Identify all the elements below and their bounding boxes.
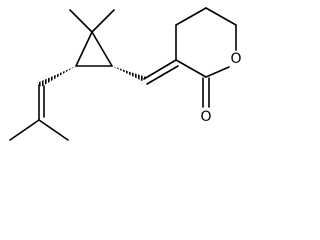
- ring-oxygen-label: O: [230, 51, 241, 67]
- terminal-methyl-bond-left: [9, 119, 40, 141]
- cyclopropane-bond-top-right: [91, 31, 113, 67]
- lactone-bond-c4-c5: [175, 7, 207, 26]
- hashed-stereo-bond-right: [112, 66, 146, 81]
- carbonyl-oxygen-label: O: [200, 109, 211, 125]
- lactone-bond-o-c2: [205, 66, 230, 78]
- hashed-stereo-bond-left: [37, 66, 76, 87]
- exocyclic-double-bond-outer: [143, 59, 177, 80]
- lactone-bond-c5-c6: [205, 7, 237, 26]
- chemical-structure: O O: [9, 7, 242, 141]
- terminal-methyl-bond-right: [38, 119, 69, 141]
- gem-methyl-bond-right: [91, 9, 115, 33]
- exocyclic-double-bond-inner: [146, 65, 179, 85]
- gem-methyl-bond-left: [69, 9, 93, 33]
- lactone-bond-c2-c3: [175, 59, 207, 78]
- cyclopropane-bond-top-left: [75, 31, 93, 67]
